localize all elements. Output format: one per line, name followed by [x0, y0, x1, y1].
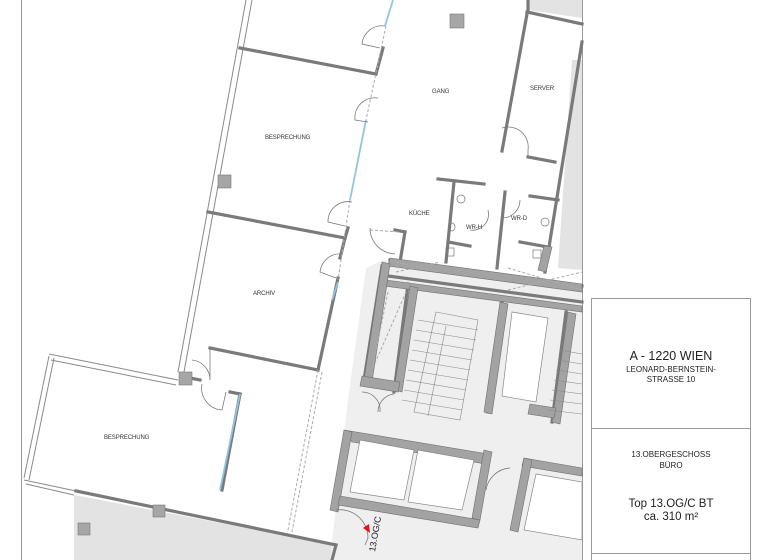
- elevators: [349, 439, 583, 541]
- glass-partitions: [219, 0, 394, 491]
- staircase: [401, 311, 583, 421]
- room-label-server: SERVER: [530, 86, 555, 92]
- room-label-kueche: KÜCHE: [409, 210, 430, 217]
- floor-name: 13.OBERGESCHOSS: [631, 450, 711, 459]
- room-label-archiv: ARCHIV: [253, 291, 275, 297]
- door-swings: [191, 25, 529, 546]
- title-block: A - 1220 WIEN LEONARD-BERNSTEIN- STRASSE…: [591, 298, 751, 560]
- facade-west: [23, 0, 253, 496]
- title-block-floor: 13.OBERGESCHOSS BÜRO Top 13.OG/C BT ca. …: [592, 429, 750, 554]
- street-line-1: LEONARD-BERNSTEIN-: [626, 365, 716, 374]
- room-label-besprechung-1: BESPRECHUNG: [265, 135, 311, 141]
- lift-shaft: [501, 311, 549, 403]
- unit-id: Top 13.OG/C BT: [628, 498, 714, 510]
- room-label-wr-d: WR-D: [511, 216, 528, 222]
- neighbour-areas: [74, 0, 582, 560]
- unit-area: ca. 310 m²: [643, 511, 699, 523]
- columns: [77, 13, 465, 536]
- street-line-2: STRASSE 10: [646, 375, 696, 384]
- room-label-gang: GANG: [432, 89, 450, 95]
- room-label-wr-h: WR-H: [466, 225, 482, 231]
- city: A - 1220 WIEN: [629, 349, 713, 363]
- title-block-address: A - 1220 WIEN LEONARD-BERNSTEIN- STRASSE…: [592, 299, 750, 429]
- entrance-arrow-icon: [363, 524, 370, 533]
- dashed-lines: [287, 25, 583, 533]
- sanitary-fixtures: [445, 194, 550, 259]
- room-label-besprechung-2: BESPRECHUNG: [104, 435, 150, 441]
- floor-use: BÜRO: [659, 461, 683, 470]
